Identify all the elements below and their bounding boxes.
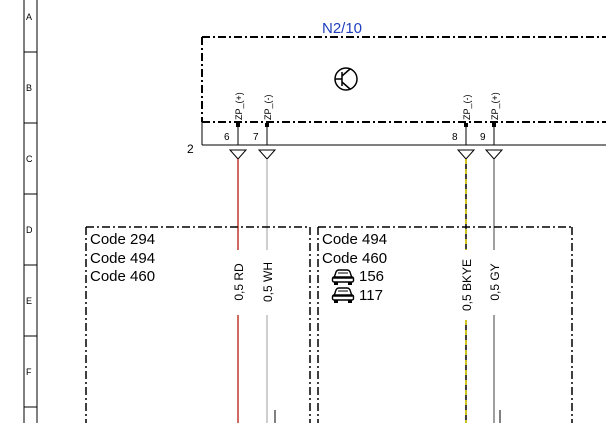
pin-signal-label: ZP_(-)	[462, 95, 472, 121]
row-label-b: B	[26, 83, 32, 93]
pin-8[interactable]: ZP_(-) 8	[452, 95, 476, 160]
car-icon	[331, 269, 355, 285]
code-label: Code 460	[90, 268, 155, 285]
wire-label: 0,5 GY	[488, 263, 502, 300]
wire-gy[interactable]: 0,5 GY	[488, 159, 502, 423]
pin-9[interactable]: ZP_(+) 9	[480, 92, 504, 160]
pin-number: 6	[224, 132, 230, 143]
pin-6[interactable]: ZP_(+) 6	[224, 92, 248, 160]
pin-signal-label: ZP_(+)	[234, 92, 244, 120]
pin-signal-label: ZP_(+)	[490, 92, 500, 120]
component-name[interactable]: N2/10	[322, 20, 362, 37]
code-label: Code 294	[90, 231, 155, 248]
pin-signal-label: ZP_(-)	[263, 95, 273, 121]
wire-wh[interactable]: 0,5 WH	[261, 159, 276, 423]
pin-number: 7	[253, 132, 259, 143]
option-box-right: Code 494 Code 460 156 117	[317, 226, 573, 423]
wire-label: 0,5 WH	[261, 262, 275, 302]
model-code: 156	[359, 268, 384, 285]
wire-rd[interactable]: 0,5 RD	[232, 159, 246, 423]
row-label-a: A	[26, 12, 32, 22]
row-label-e: E	[26, 296, 32, 306]
code-label: Code 494	[322, 231, 387, 248]
wire-label: 0,5 RD	[232, 263, 246, 301]
pin-7[interactable]: ZP_(-) 7	[253, 95, 277, 160]
row-label-c: C	[26, 154, 33, 164]
row-ruler: A B C D E F	[23, 0, 38, 423]
pin-number: 8	[452, 132, 458, 143]
wire-bkye[interactable]: 0,5 BKYE	[460, 159, 474, 423]
connector-number: 2	[187, 142, 194, 156]
row-label-f: F	[26, 367, 32, 377]
model-code: 117	[359, 287, 383, 304]
row-label-d: D	[26, 225, 33, 235]
option-box-left: Code 294 Code 494 Code 460	[85, 226, 311, 423]
car-icon	[331, 287, 355, 303]
transistor-icon	[334, 67, 358, 91]
code-label: Code 494	[90, 250, 155, 267]
component-box: N2/10	[201, 20, 606, 146]
pin-number: 9	[480, 132, 486, 143]
wire-label: 0,5 BKYE	[460, 259, 474, 311]
code-label: Code 460	[322, 250, 387, 267]
